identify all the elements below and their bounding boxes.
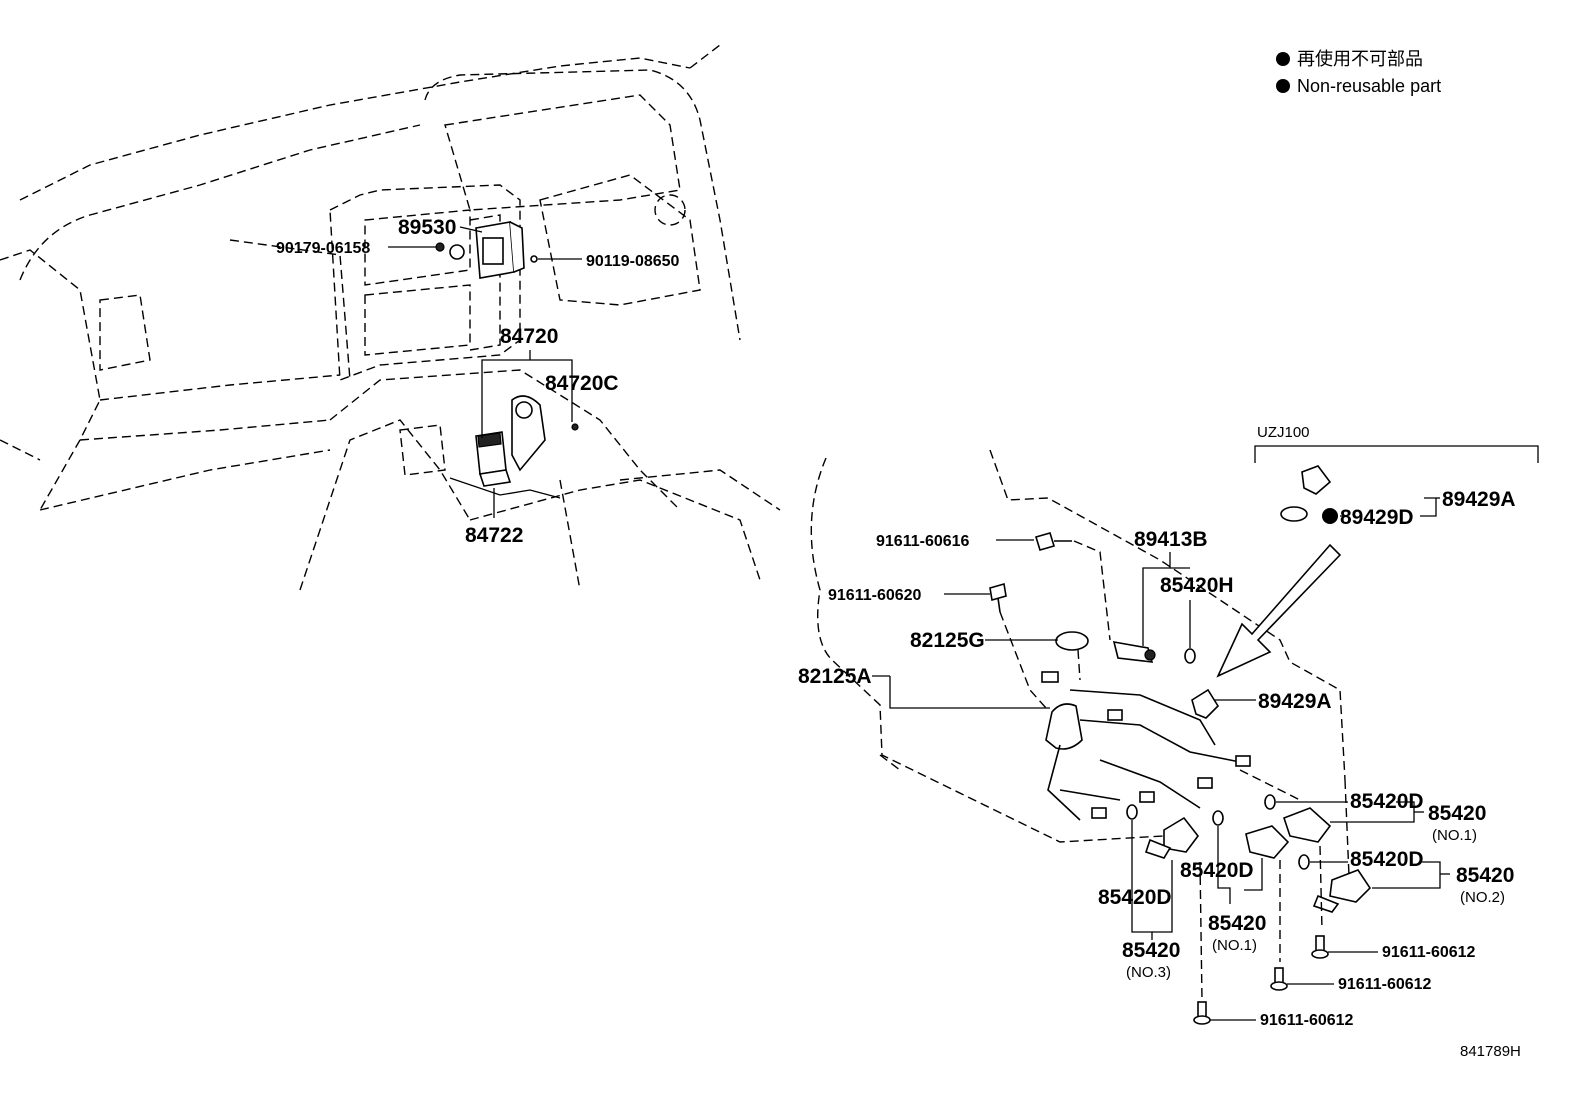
direction-arrow (1216, 543, 1342, 678)
variant-label: UZJ100 (1257, 424, 1310, 441)
callout-85420-b: 85420 (1456, 864, 1514, 887)
callout-89429a-top: 89429A (1442, 488, 1516, 511)
diagram-id: 841789H (1460, 1043, 1521, 1060)
callout-89429d: 89429D (1340, 506, 1414, 529)
callout-89413b: 89413B (1134, 528, 1208, 551)
callout-91611-60620: 91611-60620 (828, 587, 922, 604)
callout-85420-a-sub: (NO.1) (1432, 827, 1477, 844)
controller-unit (435, 221, 538, 279)
callout-85420-d: 85420 (1122, 939, 1180, 962)
bolt-icon (1311, 935, 1329, 959)
bolt-icon (1034, 532, 1072, 551)
legend: 再使用不可部品 Non-reusable part (1276, 49, 1441, 96)
callout-85420h: 85420H (1160, 574, 1234, 597)
callout-84720c: 84720C (545, 372, 619, 395)
upper-leaders (388, 226, 582, 518)
dashboard-illustration (0, 44, 781, 591)
callout-91611-60612-a: 91611-60612 (1382, 944, 1476, 961)
sensor-89429a (1191, 688, 1220, 719)
lower-leaders (872, 497, 1450, 1021)
bolt-icon (989, 582, 1007, 613)
callout-89530: 89530 (398, 216, 456, 239)
callout-85420-b-sub: (NO.2) (1460, 889, 1505, 906)
callout-84722: 84722 (465, 524, 523, 547)
non-reusable-dot-icon (1276, 79, 1290, 93)
callout-85420d-b: 85420D (1350, 848, 1424, 871)
callout-85420-c: 85420 (1208, 912, 1266, 935)
bolt-icon (1270, 967, 1288, 991)
wire-harness (1041, 631, 1251, 821)
switch-assembly (449, 395, 579, 499)
callout-90119-08650: 90119-08650 (586, 253, 680, 270)
callout-91611-60616: 91611-60616 (876, 533, 970, 550)
non-reusable-dot-icon (1276, 52, 1290, 66)
callout-85420-c-sub: (NO.1) (1212, 937, 1257, 954)
bolt-icon (1193, 1001, 1211, 1025)
callout-85420-a: 85420 (1428, 802, 1486, 825)
callout-85420d-c: 85420D (1180, 859, 1254, 882)
speed-sensors (1126, 794, 1372, 913)
callout-91611-60612-c: 91611-60612 (1260, 1012, 1354, 1029)
callout-85420-d-sub: (NO.3) (1126, 964, 1171, 981)
bolts (989, 532, 1329, 1025)
callout-82125g: 82125G (910, 629, 985, 652)
callout-82125a: 82125A (798, 665, 872, 688)
callout-84720: 84720 (500, 325, 558, 348)
sensor-89413b (1112, 640, 1196, 664)
legend-text-en: Non-reusable part (1297, 76, 1441, 96)
legend-text-jp: 再使用不可部品 (1297, 49, 1423, 69)
callout-90179-06158: 90179-06158 (276, 240, 370, 257)
uzj100-variant (1254, 445, 1539, 524)
callout-85420d-a: 85420D (1350, 790, 1424, 813)
callout-89429a-mid: 89429A (1258, 690, 1332, 713)
callout-85420d-d: 85420D (1098, 886, 1172, 909)
callout-91611-60612-b: 91611-60612 (1338, 976, 1432, 993)
